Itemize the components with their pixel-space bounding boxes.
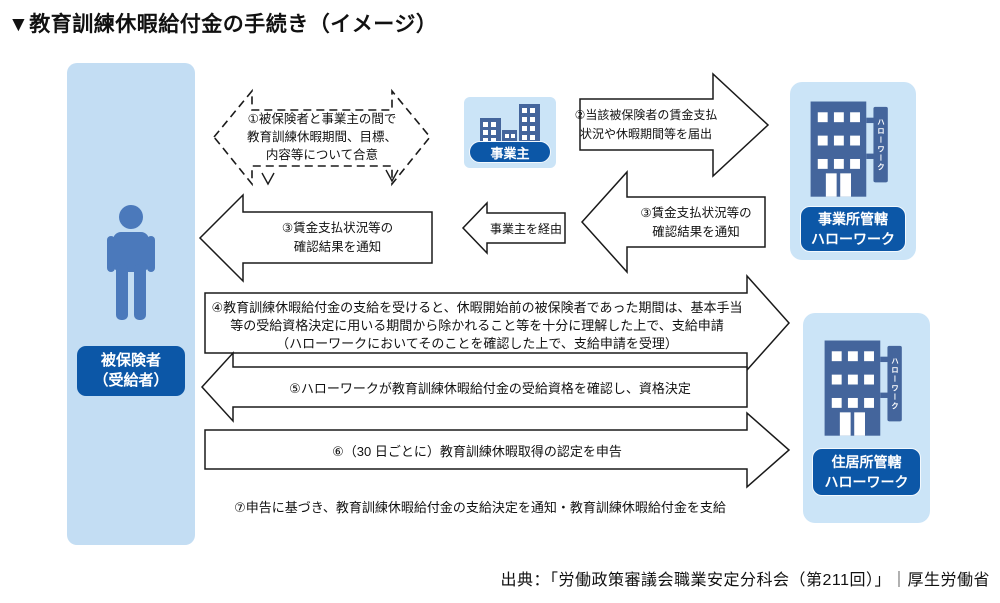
step5-arrow-left — [200, 351, 748, 423]
step3-from-hw-line1: ③賃金支払状況等の — [640, 206, 752, 220]
step3-arrow-to-insured — [198, 193, 433, 283]
insured-label-line2: （受給者） — [93, 372, 169, 389]
step7-text: ⑦申告に基づき、教育訓練休暇給付金の支給決定を通知・教育訓練休暇給付金を支給 — [234, 500, 726, 515]
insured-person-panel: 被保険者 （受給者） — [67, 63, 195, 545]
step3-arrow-from-hw — [580, 170, 766, 274]
step2-line2: 状況や休暇期間等を届出 — [579, 126, 712, 141]
step3-from-hw-text: ③賃金支払状況等の 確認結果を通知 — [626, 204, 766, 242]
insured-label-badge: 被保険者 （受給者） — [77, 346, 185, 396]
step4-arrow-right — [204, 274, 791, 372]
step2-arrow-right — [579, 72, 770, 178]
step4-line1: ④教育訓練休暇給付金の支給を受けると、休暇開始前の被保険者であった期間は、基本手… — [211, 300, 743, 315]
office-hellowork-label-badge: 事業所管轄 ハローワーク — [800, 206, 906, 252]
residence-hellowork-label-line2: ハローワーク — [824, 474, 909, 490]
via-employer-text: 事業主を経由 — [489, 222, 562, 236]
residence-hellowork-card: ハローワーク 住居所管轄 ハローワーク — [803, 313, 930, 523]
office-hellowork-label-line1: 事業所管轄 — [818, 210, 888, 227]
step3-to-insured-text: ③賃金支払状況等の 確認結果を通知 — [252, 219, 423, 257]
residence-hellowork-building-icon — [824, 340, 902, 436]
residence-hellowork-sign-text: ハローワーク — [890, 357, 900, 411]
step4-text: ④教育訓練休暇給付金の支給を受けると、休暇開始前の被保険者であった期間は、基本手… — [207, 299, 747, 354]
step2-line1: ②当該被保険者の賃金支払 — [574, 108, 718, 122]
residence-hellowork-label-badge: 住居所管轄 ハローワーク — [812, 448, 921, 496]
step6-text: ⑥（30 日ごとに）教育訓練休暇取得の認定を申告 — [332, 444, 622, 459]
employer-label-badge: 事業主 — [469, 141, 551, 163]
step1-down-tick-right — [385, 169, 399, 183]
source-citation: 出典：「労働政策審議会職業安定分科会（第211回）」｜厚生労働省 — [500, 572, 990, 589]
person-icon — [107, 205, 155, 320]
step1-line2: 教育訓練休暇期間、目標、 — [246, 130, 397, 145]
step5-text: ⑤ハローワークが教育訓練休暇給付金の受給資格を確認し、資格決定 — [289, 381, 691, 396]
step4-line3: （ハローワークにおいてそのことを確認した上で、支給申請を受理） — [276, 336, 678, 352]
office-hellowork-sign-text: ハローワーク — [876, 118, 886, 172]
step1-dashed-double-arrow — [212, 88, 432, 187]
step1-text: ①被保険者と事業主の間で 教育訓練休暇期間、目標、 内容等について合意 — [227, 110, 417, 164]
step3-to-insured-line1: ③賃金支払状況等の — [281, 221, 394, 235]
step1-line1: ①被保険者と事業主の間で — [247, 112, 397, 126]
step2-text: ②当該被保険者の賃金支払 状況や休暇期間等を届出 — [571, 106, 721, 143]
office-hellowork-card: ハローワーク 事業所管轄 ハローワーク — [790, 82, 916, 260]
residence-hellowork-label-line1: 住居所管轄 — [831, 453, 902, 470]
employer-label: 事業主 — [490, 145, 530, 161]
office-hellowork-label-line2: ハローワーク — [811, 231, 895, 247]
step1-line3: 内容等について合意 — [265, 148, 379, 163]
step6-arrow-right — [204, 411, 791, 489]
step3-from-hw-line2: 確認結果を通知 — [652, 224, 740, 239]
step1-down-tick-left — [261, 172, 275, 186]
via-employer-arrow — [461, 201, 566, 255]
insured-label-line1: 被保険者 — [100, 351, 161, 369]
step3-to-insured-line2: 確認結果を通知 — [293, 239, 382, 254]
step4-line2: 等の受給資格決定に用いる期間から除かれること等を十分に理解した上で、支給申請 — [230, 318, 724, 334]
office-hellowork-building-icon — [810, 101, 888, 197]
page-title: ▼教育訓練休暇給付金の手続き（イメージ） — [8, 13, 438, 36]
employer-card: 事業主 — [464, 97, 556, 168]
